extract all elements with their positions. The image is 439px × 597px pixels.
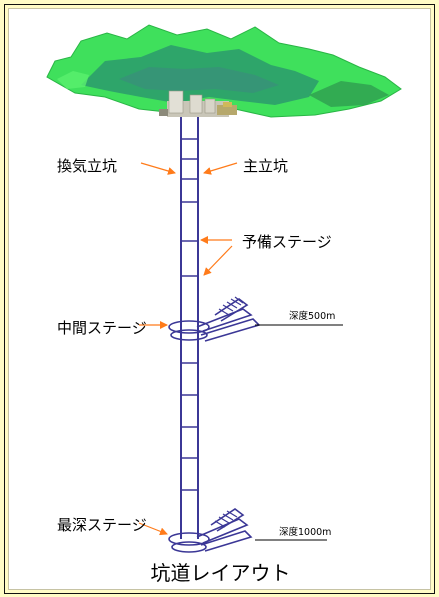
- terrain-surface: [46, 24, 402, 118]
- callout-arrows: [138, 162, 238, 536]
- figure-frame: 換気立坑 主立坑 予備ステージ 中間ステージ 深度500m 最深ステージ 深度1…: [4, 4, 435, 594]
- label-deepest-stage: 最深ステージ: [57, 516, 147, 534]
- shafts: [180, 117, 199, 539]
- deepest-stage-structure: [168, 508, 253, 553]
- label-middle-stage: 中間ステージ: [57, 319, 147, 337]
- arrow-spare-stage-lower: [203, 245, 233, 276]
- figure-panel: 換気立坑 主立坑 予備ステージ 中間ステージ 深度500m 最深ステージ 深度1…: [8, 8, 431, 590]
- surface-facility: [159, 90, 237, 117]
- label-depth-1000m: 深度1000m: [279, 527, 332, 538]
- middle-stage-structure: [168, 296, 261, 342]
- arrow-deepest-stage: [138, 522, 168, 536]
- label-spare-stage: 予備ステージ: [242, 233, 332, 251]
- arrow-main-shaft: [203, 162, 238, 175]
- label-exhaust-shaft: 換気立坑: [57, 157, 118, 175]
- label-depth-500m: 深度500m: [289, 311, 336, 322]
- shaft-layout-diagram: [46, 24, 402, 553]
- figure-caption: 坑道レイアウト: [150, 561, 291, 585]
- arrow-exhaust-shaft: [140, 162, 176, 175]
- shaft-rungs: [181, 138, 198, 491]
- label-main-shaft: 主立坑: [243, 157, 289, 175]
